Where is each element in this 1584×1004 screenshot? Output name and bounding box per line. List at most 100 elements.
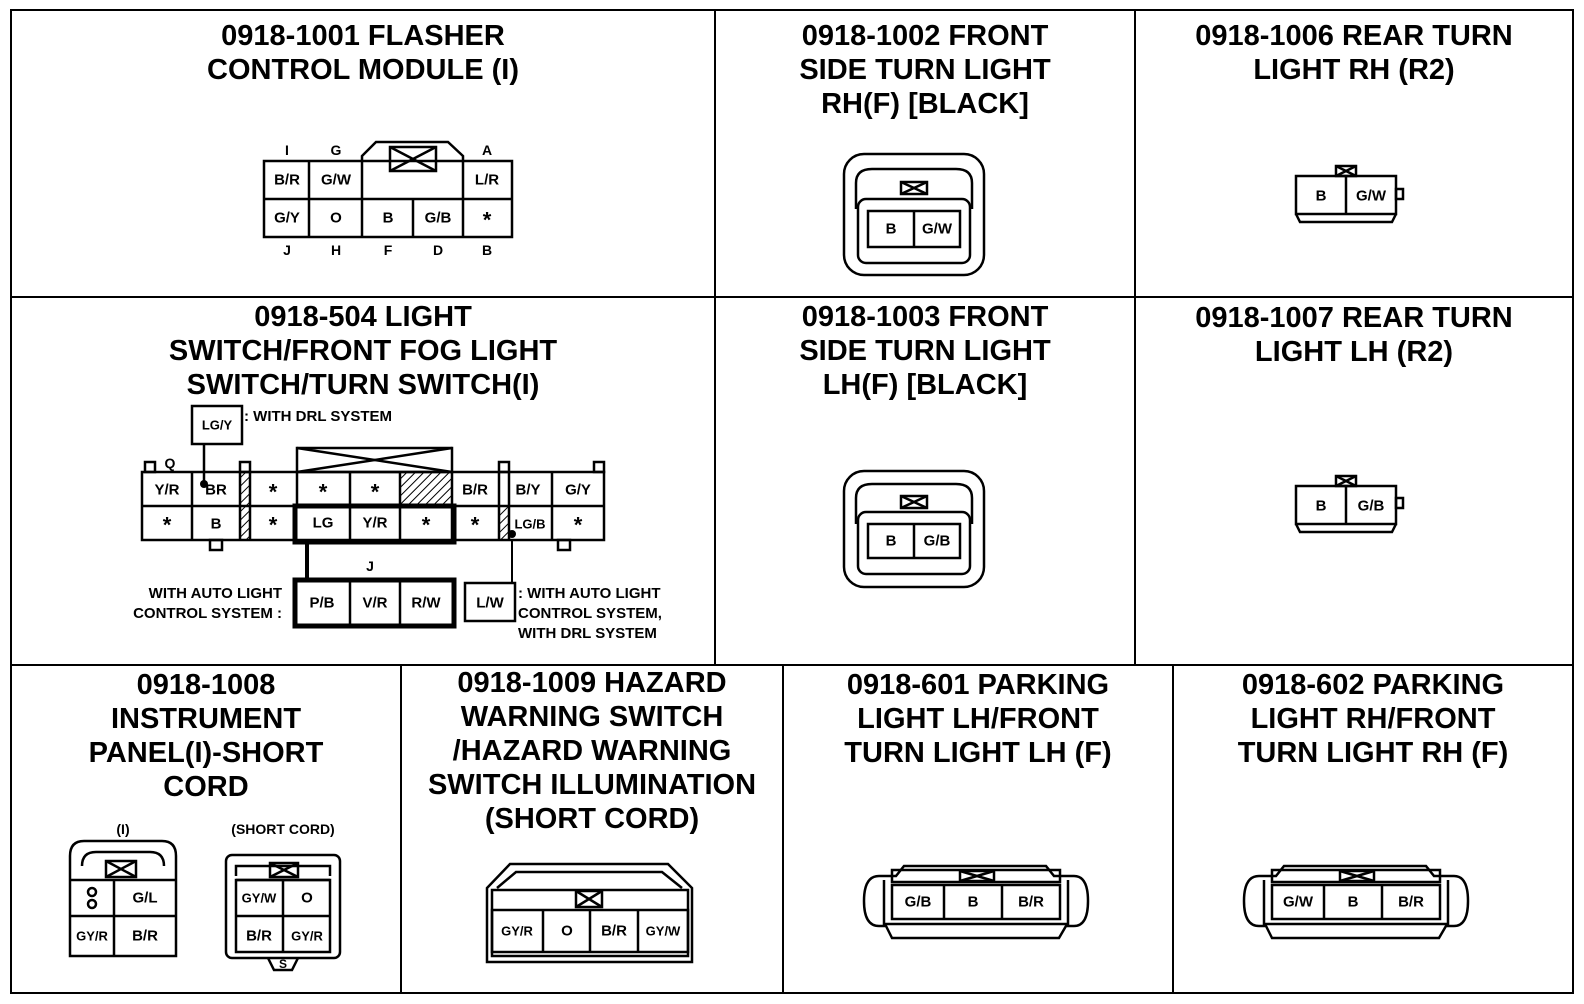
pin-label: BR [205,482,227,499]
pin-label: B/Y [515,482,540,499]
auto-light-note: WITH AUTO LIGHT [149,585,282,602]
front-rh-connector: B G/W [842,152,986,277]
flasher-connector: B/R G/W L/R G/Y O B G/B * I G A J H F D … [262,140,514,258]
rear-rh-connector: B G/W [1294,164,1405,224]
pin-label: G/Y [274,210,300,227]
panel-rear-turn-light-lh: 0918-1007 REAR TURN LIGHT LH (R2) B G/B [1134,296,1574,666]
pin-label: * [269,513,278,538]
title-line: CORD [163,771,249,803]
pin-label: * [269,480,278,505]
panel-title: 0918-1001 FLASHER CONTROL MODULE (I) [12,19,714,87]
lw-note: : WITH AUTO LIGHT [518,585,660,602]
pin-label: O [301,890,313,907]
pin-letter: A [482,142,492,158]
pin-letter: H [331,242,341,258]
title-line: LIGHT LH/FRONT [857,703,1099,735]
title-line: 0918-1003 FRONT [801,301,1049,333]
pin-label: LG/B [514,517,545,532]
panel-light-switch: 0918-504 LIGHT SWITCH/FRONT FOG LIGHT SW… [10,296,716,666]
title-line: LIGHT RH (R2) [1253,54,1455,86]
pin-label: G/W [1283,894,1314,911]
pin-label: Y/R [154,482,179,499]
title-line: LIGHT LH (R2) [1254,336,1454,368]
title-line: 0918-504 LIGHT [254,301,472,333]
panel-title: 0918-1003 FRONT SIDE TURN LIGHT LH(F) [B… [716,300,1134,402]
pin-label: G/L [133,890,158,907]
pin-label: GY/R [291,929,323,944]
pin-label: B/R [1398,894,1424,911]
lw-box-label: L/W [476,595,504,612]
panel-parking-light-lh: 0918-601 PARKING LIGHT LH/FRONT TURN LIG… [782,664,1174,994]
pin-label: G/B [905,894,932,911]
pin-label: * [574,513,583,538]
title-line: (SHORT CORD) [484,803,700,835]
pin-label: G/B [425,210,452,227]
pin-label: * [371,480,380,505]
pin-label: * [163,513,172,538]
title-line: 0918-1001 FLASHER [221,20,505,52]
pin-label: Y/R [362,515,387,532]
title-line: SIDE TURN LIGHT [799,54,1051,86]
label-i: (I) [116,821,129,837]
pin-label: R/W [411,595,441,612]
panel-flasher-control-module: 0918-1001 FLASHER CONTROL MODULE (I) B/R… [10,9,716,298]
title-line: 0918-1008 [136,669,276,701]
panel-title: 0918-1007 REAR TURN LIGHT LH (R2) [1136,301,1572,369]
title-line: INSTRUMENT [110,703,302,735]
pin-label: B/R [1018,894,1044,911]
pin-letter: F [384,242,393,258]
title-line: WARNING SWITCH [460,701,724,733]
hazard-connector: GY/R O B/R GY/W [485,862,694,964]
title-line: TURN LIGHT RH (F) [1237,737,1509,769]
title-line: 0918-1007 REAR TURN [1195,302,1513,334]
panel-title: 0918-1006 REAR TURN LIGHT RH (R2) [1136,19,1572,87]
pin-label: GY/R [501,924,533,939]
title-line: LIGHT RH/FRONT [1250,703,1496,735]
parking-lh-connector: G/B B B/R [862,864,1090,940]
title-line: SWITCH ILLUMINATION [427,769,757,801]
pin-label: B [886,533,897,550]
pin-letter: D [433,242,443,258]
pin-label: * [471,513,480,538]
panel-rear-turn-light-rh: 0918-1006 REAR TURN LIGHT RH (R2) B G/W [1134,9,1574,298]
pin-label: * [483,208,492,233]
pin-label: B/R [274,172,300,189]
pin-letter: I [285,142,289,158]
pin-label: O [330,210,342,227]
s-mark: S [279,957,287,971]
front-lh-connector: B G/B [842,469,986,589]
panel-title: 0918-1009 HAZARD WARNING SWITCH /HAZARD … [402,666,782,836]
drl-note: : WITH DRL SYSTEM [244,408,392,425]
panel-hazard-warning-switch: 0918-1009 HAZARD WARNING SWITCH /HAZARD … [400,664,784,994]
pin-label: B [383,210,394,227]
pin-label: B/R [246,928,272,945]
pin-label: B [1316,498,1327,515]
pin-label: LG [313,515,334,532]
panel-parking-light-rh: 0918-602 PARKING LIGHT RH/FRONT TURN LIG… [1172,664,1574,994]
pin-label: B/R [601,923,627,940]
panel-front-side-turn-light-rh: 0918-1002 FRONT SIDE TURN LIGHT RH(F) [B… [714,9,1136,298]
pin-label: P/B [309,595,334,612]
title-line: 0918-1006 REAR TURN [1195,20,1513,52]
title-line: 0918-601 PARKING [846,669,1110,701]
title-line: SWITCH/TURN SWITCH(I) [186,369,540,401]
pin-label: B [886,221,897,238]
parking-rh-connector: G/W B B/R [1242,864,1470,940]
pin-label: G/W [922,221,953,238]
drl-box-label: LG/Y [202,418,233,433]
title-line: TURN LIGHT LH (F) [844,737,1112,769]
pin-label: * [422,513,431,538]
panel-title: 0918-1002 FRONT SIDE TURN LIGHT RH(F) [B… [716,19,1134,121]
auto-light-note: CONTROL SYSTEM : [133,605,282,622]
pin-label: G/W [1356,188,1387,205]
pin-letter: B [482,242,492,258]
pin-label: G/Y [565,482,591,499]
pin-label: B [968,894,979,911]
title-line: 0918-1002 FRONT [801,20,1049,52]
title-line: /HAZARD WARNING [452,735,732,767]
pin-label: GY/R [76,929,108,944]
pin-label: B/R [132,928,158,945]
panel-front-side-turn-light-lh: 0918-1003 FRONT SIDE TURN LIGHT LH(F) [B… [714,296,1136,666]
pin-label: B [1316,188,1327,205]
title-line: RH(F) [BLACK] [821,88,1029,120]
